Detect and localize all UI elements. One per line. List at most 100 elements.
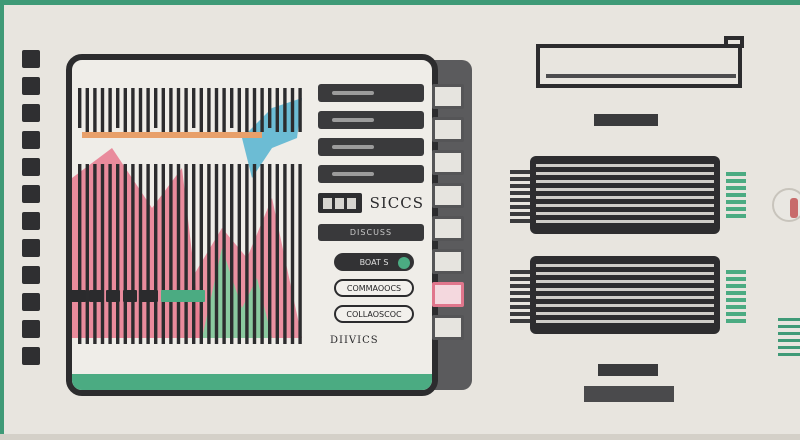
grid-bar-top xyxy=(237,88,241,132)
bottom-rule xyxy=(0,434,800,440)
grid-bar-top xyxy=(78,88,82,128)
side-tabs xyxy=(432,84,466,348)
side-tab-6[interactable] xyxy=(432,249,464,274)
menu-item-2[interactable] xyxy=(318,111,424,129)
square-icon xyxy=(335,197,345,209)
grid-bar-top xyxy=(138,88,143,132)
footer-chip[interactable] xyxy=(123,290,137,302)
footer-chip[interactable] xyxy=(68,290,86,302)
toolbar-button-11[interactable] xyxy=(22,320,40,338)
action-button-3[interactable]: COLLAOSCOC xyxy=(334,305,414,323)
footer-chip-green[interactable] xyxy=(161,290,205,302)
grid-bar-bottom xyxy=(100,164,105,344)
grid-bar-bottom xyxy=(275,164,279,344)
toolbar-button-8[interactable] xyxy=(22,239,40,257)
grid-bar-top xyxy=(222,88,226,132)
bar-chart-graphic xyxy=(72,78,308,368)
menu-item-1[interactable] xyxy=(318,84,424,102)
left-toolbar xyxy=(22,50,40,374)
action-button-2-label: COMMAOOCS xyxy=(346,283,402,293)
grid-bar-bottom xyxy=(85,164,89,344)
header-hook xyxy=(724,36,744,48)
grid-bar-bottom xyxy=(78,164,82,344)
panel-status-bar xyxy=(72,374,432,390)
side-tab-3[interactable] xyxy=(432,150,464,175)
grid-bar-bottom xyxy=(230,164,234,344)
top-accent-rule xyxy=(0,0,800,5)
grid-bar-bottom xyxy=(207,164,211,344)
green-signal-lines xyxy=(778,318,800,360)
module-pins-right-1 xyxy=(726,172,746,221)
side-tab-2[interactable] xyxy=(432,117,464,142)
footer-bar-1 xyxy=(598,364,658,376)
grid-bar-top xyxy=(184,88,188,132)
side-tab-1[interactable] xyxy=(432,84,464,109)
action-button-3-label: COLLAOSCOC xyxy=(346,309,402,319)
chart-area-pink xyxy=(72,148,202,338)
grid-bar-top xyxy=(192,88,196,128)
toolbar-button-6[interactable] xyxy=(22,185,40,203)
grid-bar-top xyxy=(268,88,272,128)
action-button-primary[interactable]: BOAT S xyxy=(334,253,414,271)
grid-bar-bottom xyxy=(131,164,135,344)
devices-label: DIIVICS xyxy=(330,335,379,346)
footer-bar-2 xyxy=(584,386,674,402)
grid-bar-top xyxy=(108,88,112,132)
grid-bar-top xyxy=(230,88,234,128)
chart-bars xyxy=(78,88,302,344)
main-window: SICCS DISCUSS BOAT S COMMAOOCS COLLAOSCO… xyxy=(66,54,438,396)
grid-bar-bottom xyxy=(283,164,287,344)
hardware-module-2[interactable] xyxy=(530,256,720,334)
toolbar-button-12[interactable] xyxy=(22,347,40,365)
toolbar-button-4[interactable] xyxy=(22,131,40,149)
footer-chip[interactable] xyxy=(140,290,158,302)
grid-bar-top xyxy=(207,88,211,132)
action-button-primary-label: BOAT S xyxy=(359,257,389,267)
grid-bar-bottom xyxy=(176,164,181,344)
grid-bar-bottom xyxy=(93,164,97,344)
grid-bar-top xyxy=(214,88,219,132)
grid-bar-bottom xyxy=(123,164,127,344)
footer-chip[interactable] xyxy=(106,290,120,302)
grid-bar-bottom xyxy=(184,164,188,344)
panel-menu: SICCS DISCUSS BOAT S COMMAOOCS COLLAOSCO… xyxy=(318,84,424,346)
grid-bar-bottom xyxy=(154,164,158,344)
menu-item-3[interactable] xyxy=(318,138,424,156)
toolbar-button-5[interactable] xyxy=(22,158,40,176)
grid-bar-bottom xyxy=(192,164,196,344)
toolbar-button-2[interactable] xyxy=(22,77,40,95)
grid-bar-bottom xyxy=(146,164,150,344)
icon-row: SICCS xyxy=(318,192,424,214)
grid-bar-bottom xyxy=(268,164,272,344)
action-button-2[interactable]: COMMAOOCS xyxy=(334,279,414,297)
side-tab-4[interactable] xyxy=(432,183,464,208)
icon-group[interactable] xyxy=(318,193,362,213)
grid-bar-top xyxy=(146,88,150,132)
header-frame xyxy=(536,44,742,88)
chart-svg xyxy=(72,88,302,344)
header-bar xyxy=(546,62,736,78)
toolbar-button-1[interactable] xyxy=(22,50,40,68)
toolbar-button-7[interactable] xyxy=(22,212,40,230)
grid-bar-top xyxy=(199,88,203,132)
module-pins-left-2 xyxy=(510,270,530,326)
hardware-module-1[interactable] xyxy=(530,156,720,234)
grid-bar-bottom xyxy=(245,164,249,344)
dial-indicator xyxy=(790,198,798,218)
grid-bar-top xyxy=(252,88,257,132)
toolbar-button-9[interactable] xyxy=(22,266,40,284)
grid-bar-bottom xyxy=(260,164,264,344)
toolbar-button-3[interactable] xyxy=(22,104,40,122)
grid-bar-top xyxy=(169,88,173,132)
square-icon xyxy=(347,197,357,209)
footer-chip[interactable] xyxy=(89,290,103,302)
side-tab-5[interactable] xyxy=(432,216,464,241)
toolbar-button-10[interactable] xyxy=(22,293,40,311)
menu-item-4[interactable] xyxy=(318,165,424,183)
grid-bar-bottom xyxy=(169,164,173,344)
side-tab-8[interactable] xyxy=(432,315,464,340)
status-dot-icon xyxy=(398,257,410,269)
side-tab-7-active[interactable] xyxy=(432,282,464,307)
field-bar[interactable]: DISCUSS xyxy=(318,224,424,241)
grid-bar-bottom xyxy=(298,164,302,344)
